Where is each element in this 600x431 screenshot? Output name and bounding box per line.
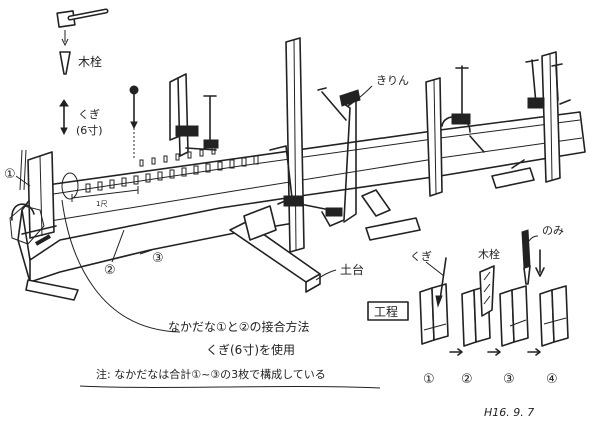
arrow-down-icon bbox=[61, 30, 69, 47]
block-1 bbox=[243, 205, 277, 241]
dodai-pointer bbox=[315, 269, 337, 281]
process-title-box: 工程 bbox=[367, 301, 409, 321]
clamp-left bbox=[9, 203, 57, 246]
kirin-clamp bbox=[317, 87, 361, 227]
hammer-icon bbox=[56, 8, 109, 28]
step-number-4: ④ bbox=[546, 372, 558, 387]
label-kugi-process: くぎ bbox=[410, 249, 432, 263]
clamp-foot bbox=[511, 159, 525, 169]
drawing-date: H16. 9. 7 bbox=[484, 406, 534, 419]
step-number-2: ② bbox=[461, 372, 473, 387]
clamp-3 bbox=[441, 65, 485, 153]
nail-icon bbox=[59, 99, 69, 136]
chisel-icon bbox=[521, 229, 545, 285]
process-arrows bbox=[449, 348, 541, 356]
block-2 bbox=[361, 189, 391, 217]
process-step-2 bbox=[461, 265, 495, 347]
nail-slot-row bbox=[85, 147, 259, 193]
label-dodai: 土台 bbox=[340, 262, 364, 277]
post-3 bbox=[541, 51, 561, 183]
end-board-left bbox=[27, 151, 55, 239]
marker-one: ① bbox=[4, 167, 31, 187]
svg-text:①: ① bbox=[4, 167, 16, 182]
support-beam-1 bbox=[229, 221, 321, 293]
marker-three: ③ bbox=[139, 249, 164, 266]
footnote: 注: なかだなは合計①~③の3枚で構成している bbox=[96, 367, 326, 381]
svg-text:工程: 工程 bbox=[374, 304, 398, 319]
svg-text:③: ③ bbox=[152, 251, 164, 266]
label-nail-size: (6寸) bbox=[76, 123, 103, 137]
marker-two: ② bbox=[104, 229, 125, 278]
dimension-mark: 1尺 bbox=[71, 186, 139, 208]
clamp-1 bbox=[169, 73, 219, 157]
step-number-3: ③ bbox=[503, 372, 515, 387]
step-number-1: ① bbox=[423, 372, 435, 387]
highlight-circle bbox=[61, 172, 79, 200]
post-2 bbox=[425, 77, 443, 197]
process-step-3 bbox=[499, 285, 529, 347]
label-nomi: のみ bbox=[542, 224, 564, 237]
kirin-pointer bbox=[355, 85, 373, 101]
note-nail-use: くぎ(6寸)を使用 bbox=[206, 342, 295, 357]
post-1 bbox=[285, 37, 305, 253]
guide-lines bbox=[19, 149, 27, 191]
board-ground-1 bbox=[365, 217, 421, 241]
label-mokusen-process: 木栓 bbox=[478, 247, 500, 261]
label-kugi: くぎ bbox=[78, 107, 100, 121]
svg-text:②: ② bbox=[104, 263, 116, 278]
kugi-pointer bbox=[425, 261, 445, 277]
callout-line bbox=[61, 199, 181, 333]
dimension-label: 1尺 bbox=[96, 200, 107, 208]
clamp-2 bbox=[269, 145, 331, 211]
board-bottom-left bbox=[25, 279, 79, 301]
nomi-pointer bbox=[527, 235, 539, 243]
wooden-peg-icon bbox=[59, 51, 71, 75]
footnote-underline bbox=[79, 385, 381, 389]
note-joint-method: なかだな①と②の接合方法 bbox=[168, 319, 310, 334]
process-step-1 bbox=[419, 257, 449, 345]
label-mokusen: 木栓 bbox=[78, 54, 102, 69]
nail-icon bbox=[129, 85, 139, 160]
clamp-4 bbox=[525, 59, 571, 109]
board-ground-2 bbox=[491, 167, 535, 189]
label-kirin: きりん bbox=[376, 74, 409, 87]
process-step-4 bbox=[539, 285, 569, 347]
